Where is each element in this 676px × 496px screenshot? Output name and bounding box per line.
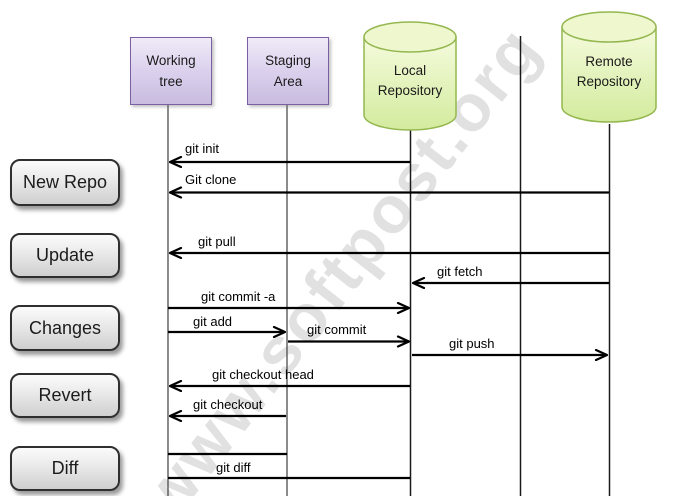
label-git-init: git init [185,141,219,156]
actor-working-tree-line2: tree [159,74,183,89]
actor-staging-area-line1: Staging [265,53,311,68]
label-git-commit: git commit [307,322,367,337]
button-update-label: Update [35,245,95,265]
actor-remote-repo-line1: Remote [585,53,633,69]
actor-staging-area-line2: Area [273,74,303,89]
button-changes-label: Changes [28,317,102,338]
label-git-push: git push [449,336,495,351]
button-diff-label: Diff [51,458,79,478]
label-git-diff: git diff [216,460,251,475]
label-git-checkout: git checkout [193,397,263,412]
actor-staging-area: Staging Area [247,37,329,105]
actor-working-tree: Working tree [130,37,212,105]
label-git-fetch: git fetch [437,264,483,279]
cylinder-shape-remote [561,11,657,123]
button-revert-label: Revert [38,385,92,405]
button-diff[interactable]: Diff [10,446,120,491]
button-changes[interactable]: Changes [10,305,120,351]
button-new-repo-label: New Repo [22,172,108,192]
button-update[interactable]: Update [10,233,120,278]
button-new-repo[interactable]: New Repo [10,159,120,206]
label-git-add: git add [193,314,233,329]
label-git-pull: git pull [198,234,236,249]
button-revert[interactable]: Revert [10,373,120,418]
label-git-commit-a: git commit -a [201,289,276,304]
cylinder-shape-local [363,21,457,131]
actor-local-repo-line1: Local [393,62,427,78]
actor-remote-repository: Remote Repository [561,11,657,124]
label-git-clone: Git clone [185,172,237,187]
actor-local-repo-line2: Repository [377,82,443,98]
label-git-checkout-head: git checkout head [212,367,314,382]
actor-remote-repo-line2: Repository [576,73,642,89]
actor-working-tree-line1: Working [146,53,196,68]
actor-local-repository: Local Repository [363,21,457,131]
